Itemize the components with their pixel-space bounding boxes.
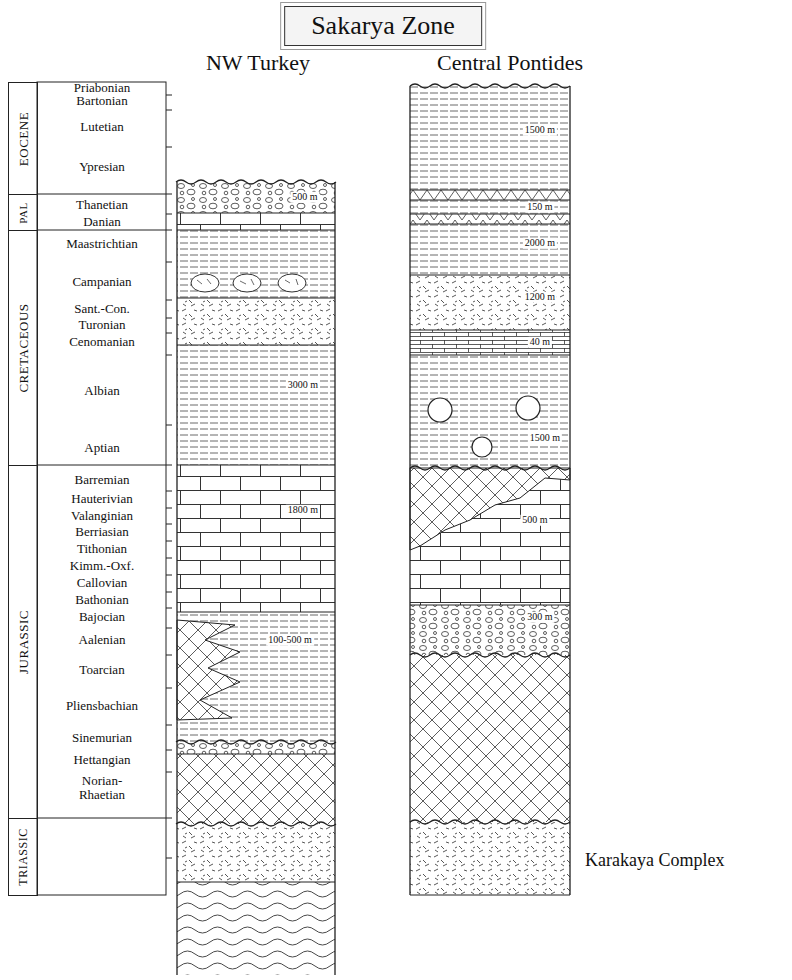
thickness-label: 300 m — [525, 612, 554, 623]
stage-label: Thanetian — [76, 198, 128, 212]
period-label: EOCENE — [17, 111, 30, 165]
unit-label: Karakaya Complex — [585, 851, 724, 870]
period-box: EOCENE — [8, 82, 38, 195]
stage-label: Cenomanian — [69, 335, 135, 349]
stage-label: Berriasian — [75, 525, 128, 539]
stage-label: Bathonian — [75, 593, 128, 607]
period-box: CRETACEOUS — [8, 230, 38, 466]
thickness-label: 1200 m — [523, 292, 557, 303]
thickness-label: 40 m — [528, 337, 552, 348]
thickness-label: 500 m — [290, 192, 319, 203]
stage-label: Albian — [84, 384, 119, 398]
stage-label: Aalenian — [79, 633, 126, 647]
period-box: PAL — [8, 194, 38, 231]
thickness-label: 2000 m — [523, 238, 557, 249]
stage-label: Ypresian — [79, 160, 125, 174]
title-box: Sakarya Zone — [284, 6, 482, 46]
thickness-label: 150 m — [525, 202, 554, 213]
stage-label: Hauterivian — [71, 492, 132, 506]
stage-label: Hettangian — [73, 753, 130, 767]
thickness-label: 1800 m — [286, 505, 320, 516]
thickness-label: 1500 m — [528, 433, 562, 444]
stage-label: Tithonian — [77, 542, 127, 556]
stage-label: Maastrichtian — [66, 237, 137, 251]
stage-label: Sinemurian — [72, 731, 132, 745]
stage-label: Aptian — [84, 441, 119, 455]
thickness-label: 1500 m — [523, 125, 557, 136]
stage-label: Bajocian — [79, 610, 125, 624]
stage-label: Pliensbachian — [66, 699, 138, 713]
stage-label: Kimm.-Oxf. — [70, 559, 134, 573]
stage-label: Toarcian — [79, 663, 124, 677]
thickness-label: 3000 m — [286, 380, 320, 391]
stage-label: Lutetian — [80, 120, 123, 134]
period-box: JURASSIC — [8, 465, 38, 819]
stage-label: Campanian — [72, 275, 131, 289]
period-box: TRIASSIC — [8, 818, 38, 896]
stage-label: Callovian — [77, 576, 128, 590]
column-heading: NW Turkey — [206, 51, 310, 74]
stage-label: Priabonian — [74, 81, 130, 95]
stage-label: Bartonian — [76, 94, 127, 108]
stage-label: Danian — [83, 215, 121, 229]
period-label: JURASSIC — [17, 610, 30, 674]
period-label: TRIASSIC — [17, 828, 29, 885]
stage-label: Sant.-Con. — [74, 302, 130, 316]
period-label: PAL — [18, 202, 29, 223]
thickness-label: 500 m — [520, 515, 549, 526]
stage-label: Norian-Rhaetian — [62, 774, 142, 801]
stage-label: Turonian — [78, 318, 125, 332]
period-label: CRETACEOUS — [17, 303, 30, 392]
thickness-label: 100-500 m — [266, 635, 314, 646]
stage-label: Barremian — [75, 473, 130, 487]
stage-label: Valanginian — [71, 509, 133, 523]
column-heading: Central Pontides — [437, 51, 583, 74]
